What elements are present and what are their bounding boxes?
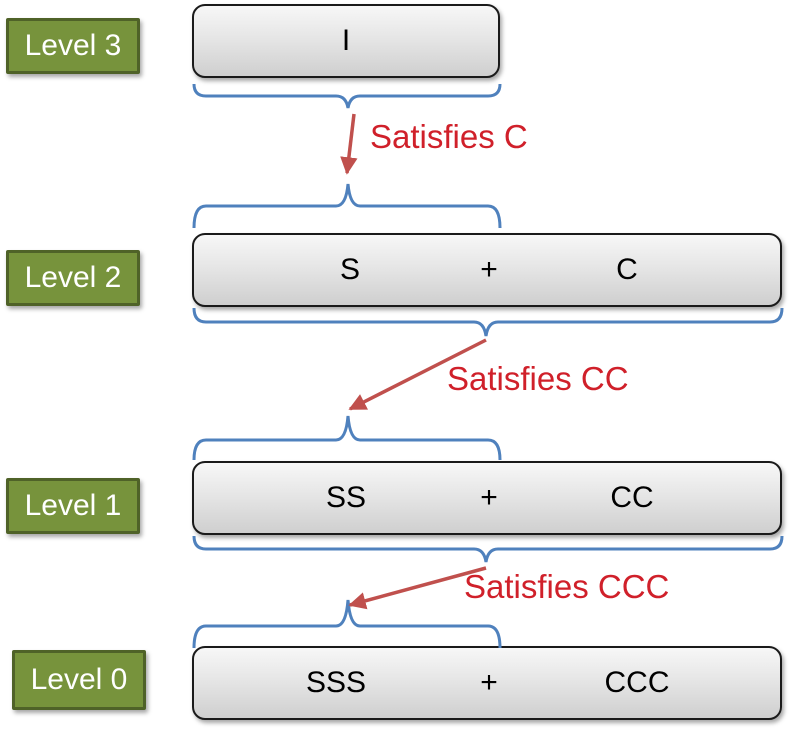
level-3-label: Level 3 [6,18,140,74]
level-2-term-s: S [339,253,361,286]
level-1-plus: + [480,481,498,514]
level-1-box: SS + CC [192,461,782,535]
level-1-label: Level 1 [6,478,140,534]
transition-label-satisfies-c: Satisfies C [370,118,528,155]
level-1-term-s: SS [325,481,367,514]
level-2-label: Level 2 [6,250,140,306]
level-3-box: I [192,4,500,78]
bracket-level-2-bottom [192,307,784,337]
bracket-level-1-bottom [192,535,784,563]
level-0-box: SSS + CCC [192,646,782,720]
level-0-term-s: SSS [305,666,367,699]
bracket-level-0-top [192,599,502,649]
level-2-box: S + C [192,233,782,307]
level-2-term-c: C [616,253,638,286]
transition-label-satisfies-cc: Satisfies CC [447,360,629,397]
level-0-plus: + [480,666,498,699]
arrow-2-to-1 [348,338,487,411]
bracket-level-3-bottom [192,83,502,109]
level-1-term-c: CC [610,481,654,514]
level-3-term: I [341,24,351,57]
level-0-term-c: CCC [604,666,670,699]
bracket-level-2-top [192,183,502,229]
level-2-plus: + [480,253,498,286]
level-0-label: Level 0 [12,650,146,710]
arrow-1-to-0 [348,566,487,610]
bracket-level-1-top [192,415,502,461]
arrow-3-to-2 [340,113,358,175]
transition-label-satisfies-ccc: Satisfies CCC [464,568,670,605]
